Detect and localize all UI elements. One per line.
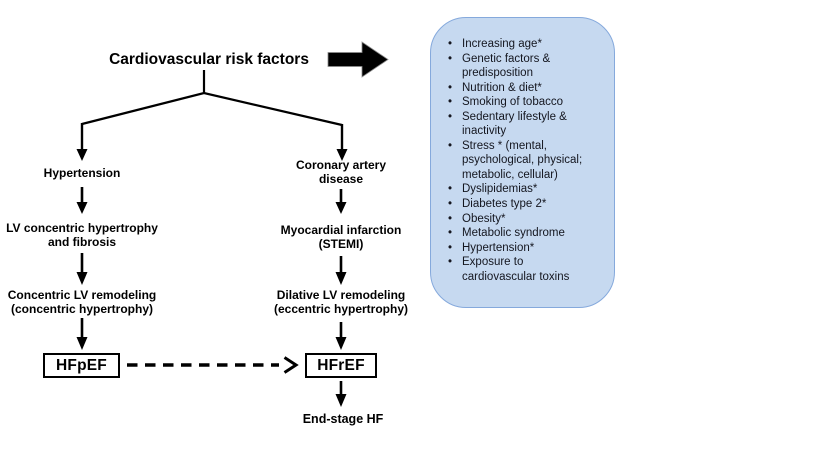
node-end-stage-hf: End-stage HF: [302, 412, 384, 426]
outcome-label-hfref: HFrEF: [317, 356, 365, 374]
flow-arrow-left-branch: [76, 123, 88, 161]
risk-factor-item: Metabolic syndrome: [448, 226, 606, 241]
node-lv-concentric-hypertrophy: LV concentric hypertrophy and fibrosis: [6, 221, 158, 249]
node-concentric-lv-remodeling: Concentric LV remodeling (concentric hyp…: [7, 288, 157, 316]
branch-diagonals: [81, 91, 343, 127]
outcome-box-hfpef: HFpEF: [43, 353, 120, 378]
flow-arrow-hfref-endstage: [335, 381, 347, 407]
node-coronary-artery-disease: Coronary artery disease: [295, 158, 387, 186]
node-myocardial-infarction: Myocardial infarction (STEMI): [280, 223, 402, 251]
flow-arrow-right-branch: [336, 124, 348, 161]
flow-arrow-hypertension-lvh: [76, 187, 88, 214]
big-right-arrow-icon: [327, 41, 389, 78]
risk-factor-item: Obesity*: [448, 212, 606, 227]
flow-arrow-mi-remodeling: [335, 256, 347, 285]
flow-arrow-cad-mi: [335, 189, 347, 214]
risk-factor-item: Diabetes type 2*: [448, 197, 606, 212]
flow-arrow-remodeling-hfpef: [76, 318, 88, 350]
dashed-transition-arrow: [127, 356, 299, 374]
risk-factor-item: Smoking of tobacco: [448, 95, 606, 110]
risk-factor-item: Stress * (mental, psychological, physica…: [448, 139, 606, 183]
flow-arrow-lvh-remodeling: [76, 253, 88, 285]
risk-factor-item: Exposure to cardiovascular toxins: [448, 255, 606, 284]
outcome-label-hfpef: HFpEF: [56, 356, 107, 374]
risk-factors-list: Increasing age* Genetic factors & predis…: [431, 18, 614, 284]
risk-factor-item: Genetic factors & predisposition: [448, 52, 606, 81]
risk-factor-item: Sedentary lifestyle & inactivity: [448, 110, 606, 139]
node-dilative-lv-remodeling: Dilative LV remodeling (eccentric hypert…: [273, 288, 409, 316]
risk-factor-item: Dyslipidemias*: [448, 182, 606, 197]
page-title: Cardiovascular risk factors: [109, 51, 309, 68]
risk-factor-item: Increasing age*: [448, 37, 606, 52]
risk-factors-panel: Increasing age* Genetic factors & predis…: [430, 17, 615, 308]
flow-arrow-remodeling-hfref: [335, 322, 347, 350]
node-hypertension: Hypertension: [43, 166, 121, 180]
outcome-box-hfref: HFrEF: [305, 353, 377, 378]
risk-factor-item: Nutrition & diet*: [448, 81, 606, 96]
risk-factor-item: Hypertension*: [448, 241, 606, 256]
